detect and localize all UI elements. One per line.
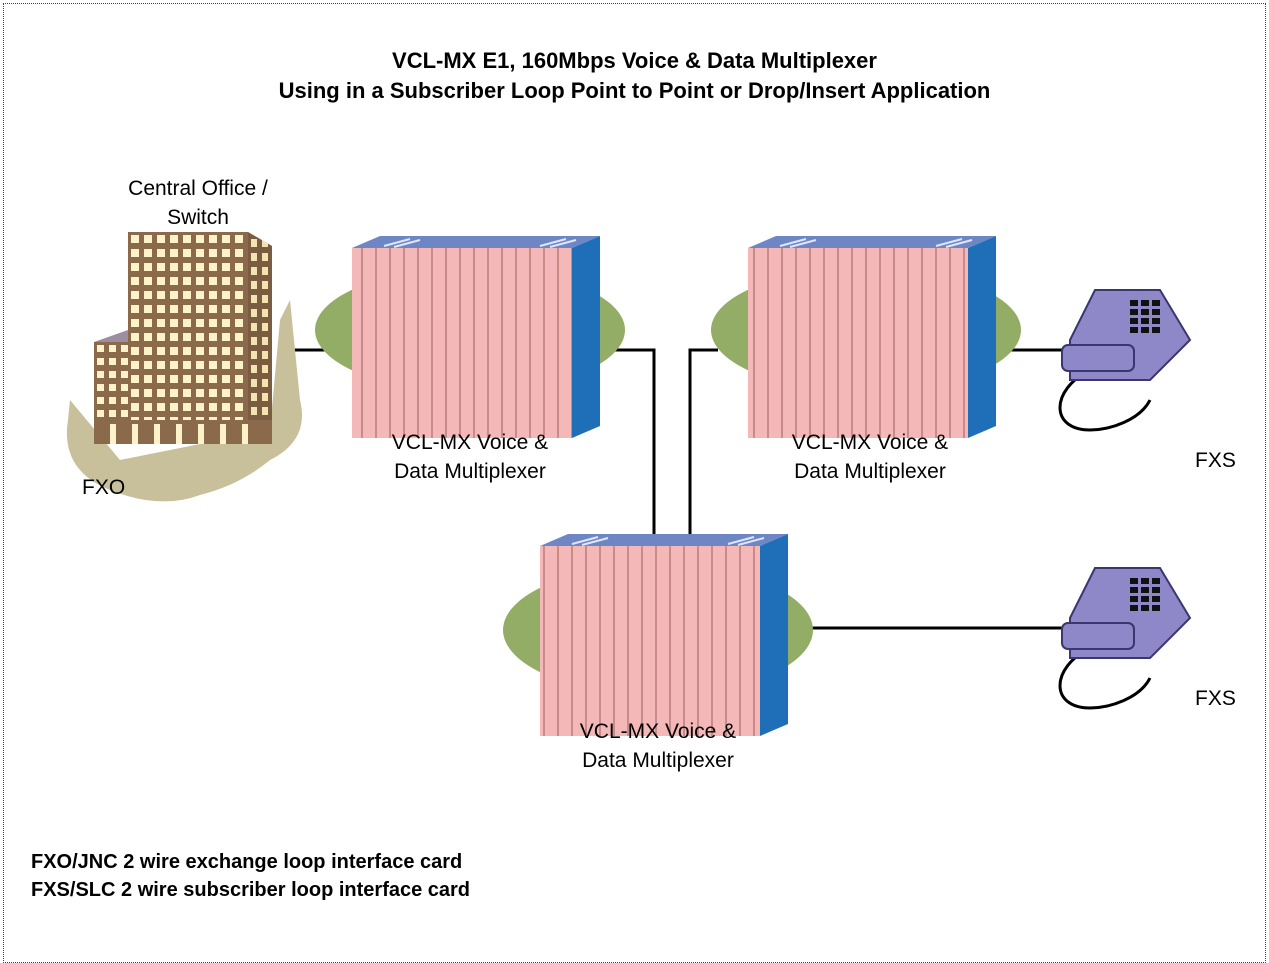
diagram-title-line2: Using in a Subscriber Loop Point to Poin…: [278, 78, 991, 103]
note-fxo: FXO/JNC 2 wire exchange loop interface c…: [31, 851, 463, 873]
central-office-building: [66, 232, 303, 502]
building-shadow: [66, 300, 303, 502]
diagram-title-line1: VCL-MX E1, 160Mbps Voice & Data Multiple…: [392, 48, 877, 73]
phone-1: [1058, 289, 1192, 432]
mux2-front: [748, 248, 968, 438]
mux3-top-vents: [571, 536, 765, 546]
note-fxs: FXS/SLC 2 wire subscriber loop interface…: [31, 879, 471, 901]
fxo-label: FXO: [82, 476, 126, 499]
phone2-label: FXS: [1195, 687, 1236, 710]
phone1-keypad: [1130, 300, 1160, 333]
phone2-keypad: [1130, 578, 1160, 611]
phone1-label: FXS: [1195, 449, 1236, 472]
mux1-label-line2: Data Multiplexer: [394, 460, 546, 483]
phone1-handset: [1061, 344, 1135, 372]
multiplexer-3: [503, 534, 813, 736]
phone2-handset: [1061, 622, 1135, 650]
multiplexer-2: [711, 236, 1021, 438]
mux2-top: [748, 236, 996, 248]
mux2-label-line2: Data Multiplexer: [794, 460, 946, 483]
phone-2: [1058, 567, 1192, 710]
mux1-top: [352, 236, 600, 248]
mux1-front: [352, 248, 572, 438]
network-diagram: [66, 232, 1192, 736]
mux2-side: [968, 236, 996, 438]
mux3-label-line1: VCL-MX Voice &: [579, 720, 737, 743]
building-side: [248, 232, 272, 440]
mux2-top-vents: [779, 238, 973, 248]
mux3-side: [760, 534, 788, 736]
building-base-columns: [110, 424, 248, 444]
wire-mux1-to-mux3: [610, 348, 656, 548]
wire-mux3-to-mux2: [688, 348, 718, 548]
multiplexer-1: [315, 236, 625, 438]
central-office-label-line2: Switch: [167, 206, 229, 229]
phone2-cord: [1058, 646, 1152, 710]
building-front: [128, 232, 248, 438]
phone1-cord: [1058, 368, 1152, 432]
mux1-side: [572, 236, 600, 438]
mux3-label-line2: Data Multiplexer: [582, 749, 734, 772]
mux3-front: [540, 546, 760, 736]
mux2-label-line1: VCL-MX Voice &: [791, 431, 949, 454]
mux3-top: [540, 534, 788, 546]
central-office-label-line1: Central Office /: [128, 177, 268, 200]
mux1-top-vents: [383, 238, 577, 248]
wires: [280, 348, 1062, 630]
mux1-label-line1: VCL-MX Voice &: [391, 431, 549, 454]
